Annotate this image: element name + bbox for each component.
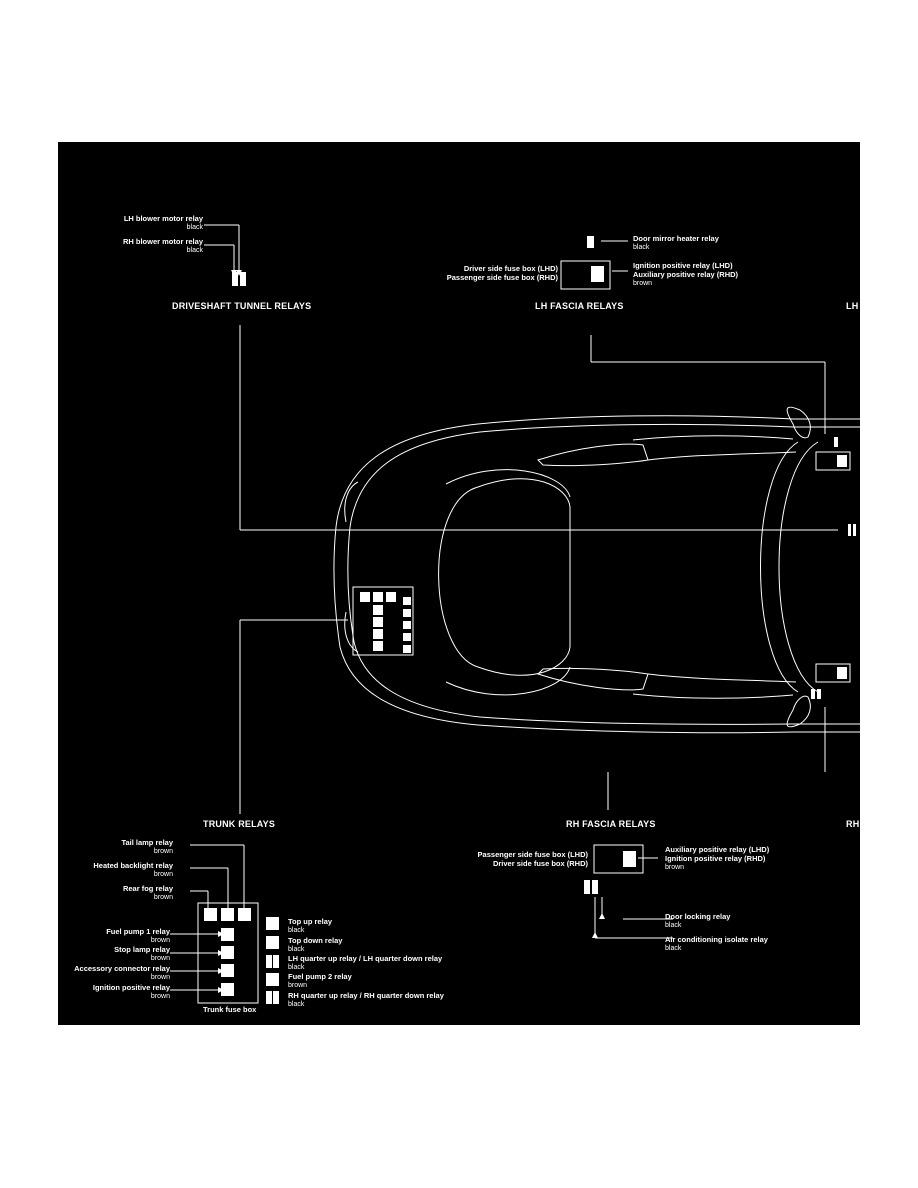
- label-rh-fusebox-2: Driver side fuse box (RHD): [492, 859, 588, 868]
- car-outline: [333, 406, 860, 734]
- label-rh-aux-1: Auxiliary positive relay (LHD): [665, 845, 770, 854]
- relay-diagram: [170, 224, 860, 1004]
- label-door-locking-color: black: [665, 922, 682, 929]
- label-rh-quarter: RH quarter up relay / RH quarter down re…: [288, 991, 444, 1000]
- relay-blocks: [204, 236, 856, 1004]
- label-lh-blower: LH blower motor relay: [123, 214, 203, 223]
- label-rear-fog: Rear fog relay: [122, 884, 173, 893]
- rh-fusebox-callout: [593, 844, 644, 874]
- label-tail-lamp: Tail lamp relay: [121, 838, 173, 847]
- label-accessory-connector-color: brown: [150, 974, 170, 981]
- label-rear-fog-color: brown: [153, 894, 173, 901]
- label-fuel-pump-2: Fuel pump 2 relay: [288, 972, 352, 981]
- label-lh-fusebox-1: Driver side fuse box (LHD): [463, 264, 558, 273]
- label-fuel-pump-2-color: brown: [288, 982, 308, 989]
- label-top-up-color: black: [288, 927, 305, 934]
- trunk-fusebox-on-car: [352, 586, 414, 656]
- label-rh-blower: RH blower motor relay: [122, 237, 203, 246]
- label-top-up: Top up relay: [288, 917, 333, 926]
- label-accessory-connector: Accessory connector relay: [74, 964, 170, 973]
- trunk-fusebox-callout: [197, 902, 259, 1004]
- label-top-down-color: black: [288, 946, 305, 953]
- lh-fusebox-on-car: [815, 451, 851, 471]
- label-lh-ign-color: brown: [633, 280, 653, 287]
- label-air-cond-color: black: [665, 945, 682, 952]
- heading-lh-fascia: LH FASCIA RELAYS: [535, 301, 624, 311]
- label-heated-backlight-color: brown: [153, 871, 173, 878]
- label-door-mirror: Door mirror heater relay: [633, 234, 719, 243]
- diagram-panel: DRIVESHAFT TUNNEL RELAYS LH FASCIA RELAY…: [58, 142, 860, 1025]
- label-door-mirror-color: black: [633, 244, 650, 251]
- label-lh-quarter: LH quarter up relay / LH quarter down re…: [288, 954, 443, 963]
- label-lh-ign-2: Auxiliary positive relay (RHD): [633, 270, 739, 279]
- heading-rh-cut: RH: [846, 819, 860, 829]
- label-stop-lamp-color: brown: [150, 955, 170, 962]
- label-lh-quarter-color: black: [288, 964, 305, 971]
- label-heated-backlight: Heated backlight relay: [93, 861, 173, 870]
- lh-fusebox-callout: [560, 260, 611, 290]
- label-trunk-fusebox: Trunk fuse box: [203, 1005, 257, 1014]
- label-rh-aux-2: Ignition positive relay (RHD): [665, 854, 766, 863]
- heading-rh-fascia: RH FASCIA RELAYS: [566, 819, 656, 829]
- rh-fusebox-on-car: [815, 663, 851, 683]
- label-tail-lamp-color: brown: [153, 848, 173, 855]
- label-door-locking: Door locking relay: [665, 912, 731, 921]
- label-rh-aux-color: brown: [665, 864, 685, 871]
- label-rh-quarter-color: black: [288, 1001, 305, 1008]
- label-fuel-pump-1-color: brown: [150, 937, 170, 944]
- label-rh-fusebox-1: Passenger side fuse box (LHD): [477, 850, 588, 859]
- label-air-cond: Air conditioning isolate relay: [665, 935, 768, 944]
- label-top-down: Top down relay: [288, 936, 343, 945]
- label-ignition-positive-color: brown: [150, 993, 170, 1000]
- label-rh-blower-color: black: [186, 247, 203, 254]
- heading-trunk: TRUNK RELAYS: [203, 819, 276, 829]
- label-lh-blower-color: black: [186, 224, 203, 231]
- heading-lh-cut: LH: [846, 301, 859, 311]
- label-lh-fusebox-2: Passenger side fuse box (RHD): [446, 273, 558, 282]
- label-lh-ign-1: Ignition positive relay (LHD): [633, 261, 733, 270]
- label-ignition-positive: Ignition positive relay: [92, 983, 170, 992]
- label-stop-lamp: Stop lamp relay: [114, 945, 170, 954]
- label-fuel-pump-1: Fuel pump 1 relay: [106, 927, 170, 936]
- heading-driveshaft: DRIVESHAFT TUNNEL RELAYS: [172, 301, 312, 311]
- arrowheads: [205, 270, 605, 993]
- leader-lines: [170, 224, 838, 991]
